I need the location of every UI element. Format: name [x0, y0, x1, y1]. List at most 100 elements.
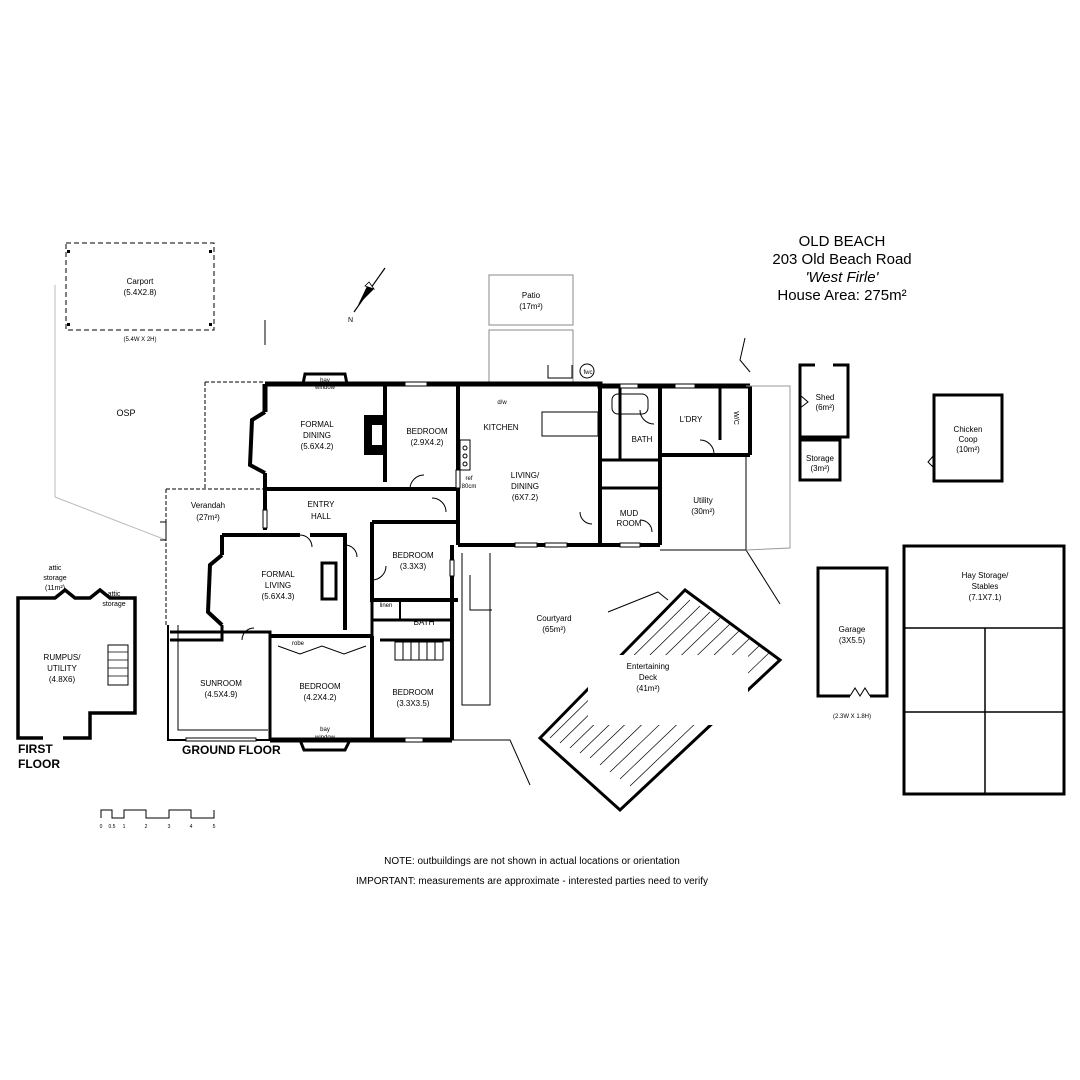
chicken-coop-label-2: Coop	[958, 435, 978, 444]
scale-bar: 0 0.5 1 2 3 4 5	[100, 809, 216, 830]
patio: Patio (17m²)	[488, 274, 574, 384]
scale-tick-3: 3	[168, 824, 171, 830]
shed-size: (6m²)	[815, 403, 834, 412]
north-arrow-icon: N	[348, 267, 386, 324]
utility-label: Utility	[693, 496, 713, 505]
bath-2-label: BATH	[632, 435, 653, 444]
living-dining-size: (6X7.2)	[512, 493, 539, 502]
garage-label: Garage	[839, 625, 866, 634]
carport-size: (5.4X2.8)	[124, 288, 157, 297]
bedroom-2-size: (3.3X3)	[400, 562, 427, 571]
fixture-labels: d/w ref 80cm fwc	[462, 370, 593, 490]
bedroom-1-label: BEDROOM	[406, 427, 448, 436]
bay-window-top-label: bay	[320, 378, 330, 384]
note-outbuildings: NOTE: outbuildings are not shown in actu…	[384, 856, 680, 867]
scale-tick-4: 4	[190, 824, 193, 830]
bedroom-4-size: (3.3X3.5)	[397, 699, 430, 708]
verandah-size: (27m²)	[196, 513, 220, 522]
attic-storage-1-label-2: storage	[43, 575, 66, 582]
north-label: N	[348, 317, 353, 324]
sunroom-label: SUNROOM	[200, 679, 242, 688]
formal-living-size: (5.6X4.3)	[262, 592, 295, 601]
hay-storage-label: Hay Storage/	[962, 571, 1009, 580]
room-labels: Verandah (27m²) FORMAL DINING (5.6X4.2) …	[191, 378, 739, 741]
entry-hall-label: ENTRY	[308, 500, 336, 509]
first-floor-label: FIRST	[18, 742, 53, 756]
rumpus-label-2: UTILITY	[47, 664, 77, 673]
formal-living-label-2: LIVING	[265, 581, 291, 590]
hay-storage-label-2: Stables	[972, 582, 999, 591]
bedroom-4-label: BEDROOM	[392, 688, 434, 697]
floor-labels: GROUND FLOOR FIRST FLOOR	[18, 742, 281, 771]
fwc-label: fwc	[584, 370, 593, 376]
garage: Garage (3X5.5) (2.3W X 1.8H)	[816, 566, 889, 720]
bedroom-1-size: (2.9X4.2)	[411, 438, 444, 447]
wc-label: W/C	[732, 411, 739, 425]
verandah-label: Verandah	[191, 501, 225, 510]
suburb-title: OLD BEACH	[799, 233, 886, 250]
fridge-width: 80cm	[462, 484, 477, 490]
entry-hall-label-2: HALL	[311, 512, 332, 521]
scale-tick-1: 1	[123, 824, 126, 830]
shed: Shed (6m²)	[798, 363, 850, 439]
address: 203 Old Beach Road	[772, 251, 911, 268]
ground-floor-label: GROUND FLOOR	[182, 743, 281, 757]
scale-tick-0-5: 0.5	[109, 824, 116, 830]
attic-storage-2-label: attic	[108, 591, 121, 598]
formal-living-label: FORMAL	[261, 570, 295, 579]
property-name: 'West Firle'	[806, 269, 880, 286]
bedroom-2-label: BEDROOM	[392, 551, 434, 560]
laundry-label: L'DRY	[680, 415, 703, 424]
hay-storage-size: (7.1X7.1)	[969, 593, 1002, 602]
bay-window-bottom-label: bay	[320, 727, 330, 733]
carport: Carport (5.4X2.8) (5.4W X 2H)	[65, 242, 215, 343]
notes: NOTE: outbuildings are not shown in actu…	[356, 856, 708, 887]
patio-label: Patio	[522, 291, 541, 300]
linen-label: linen	[380, 603, 393, 609]
house-area: House Area: 275m²	[777, 287, 906, 304]
first-floor: RUMPUS/ UTILITY (4.8X6) attic storage (1…	[16, 565, 137, 740]
garage-size: (3X5.5)	[839, 636, 866, 645]
scale-tick-5: 5	[213, 824, 216, 830]
deck-label-2: Deck	[639, 673, 658, 682]
attic-storage-1-size: (11m²)	[45, 585, 65, 592]
bedroom-3-label: BEDROOM	[299, 682, 341, 691]
outdoor-outlines	[452, 337, 791, 786]
mud-room-label-2: ROOM	[617, 519, 642, 528]
robe-label: robe	[292, 641, 305, 647]
courtyard-size: (65m²)	[542, 625, 566, 634]
formal-dining-label: FORMAL	[300, 420, 334, 429]
chicken-coop: Chicken Coop (10m²)	[927, 393, 1004, 483]
attic-storage-2-label-2: storage	[102, 601, 125, 608]
scale-tick-2: 2	[145, 824, 148, 830]
storage-outbuilding: Storage (3m²)	[798, 438, 842, 482]
courtyard-label: Courtyard	[536, 614, 571, 623]
storage-label: Storage	[806, 454, 835, 463]
garage-note: (2.3W X 1.8H)	[833, 714, 871, 720]
bedroom-3-size: (4.2X4.2)	[304, 693, 337, 702]
scale-tick-0: 0	[100, 824, 103, 830]
title-block: OLD BEACH 203 Old Beach Road 'West Firle…	[772, 233, 911, 304]
doors-windows	[160, 320, 715, 743]
living-dining-label-2: DINING	[511, 482, 539, 491]
attic-storage-1-label: attic	[49, 565, 62, 572]
utility-size: (30m²)	[691, 507, 715, 516]
deck-label: Entertaining	[627, 662, 670, 671]
deck-size: (41m²)	[636, 684, 660, 693]
first-floor-label-2: FLOOR	[18, 757, 60, 771]
formal-dining-label-2: DINING	[303, 431, 331, 440]
rumpus-size: (4.8X6)	[49, 675, 76, 684]
entertaining-deck: Entertaining Deck (41m²)	[537, 588, 783, 813]
formal-dining-size: (5.6X4.2)	[301, 442, 334, 451]
hay-storage-stables: Hay Storage/ Stables (7.1X7.1)	[902, 544, 1066, 796]
carport-note: (5.4W X 2H)	[123, 337, 156, 343]
rumpus-label: RUMPUS/	[44, 653, 82, 662]
shed-label: Shed	[816, 393, 835, 402]
patio-size: (17m²)	[519, 302, 543, 311]
sunroom-size: (4.5X4.9)	[205, 690, 238, 699]
carport-label: Carport	[127, 277, 154, 286]
storage-size: (3m²)	[810, 464, 829, 473]
note-measurements: IMPORTANT: measurements are approximate …	[356, 876, 708, 887]
kitchen-label: KITCHEN	[483, 423, 518, 432]
